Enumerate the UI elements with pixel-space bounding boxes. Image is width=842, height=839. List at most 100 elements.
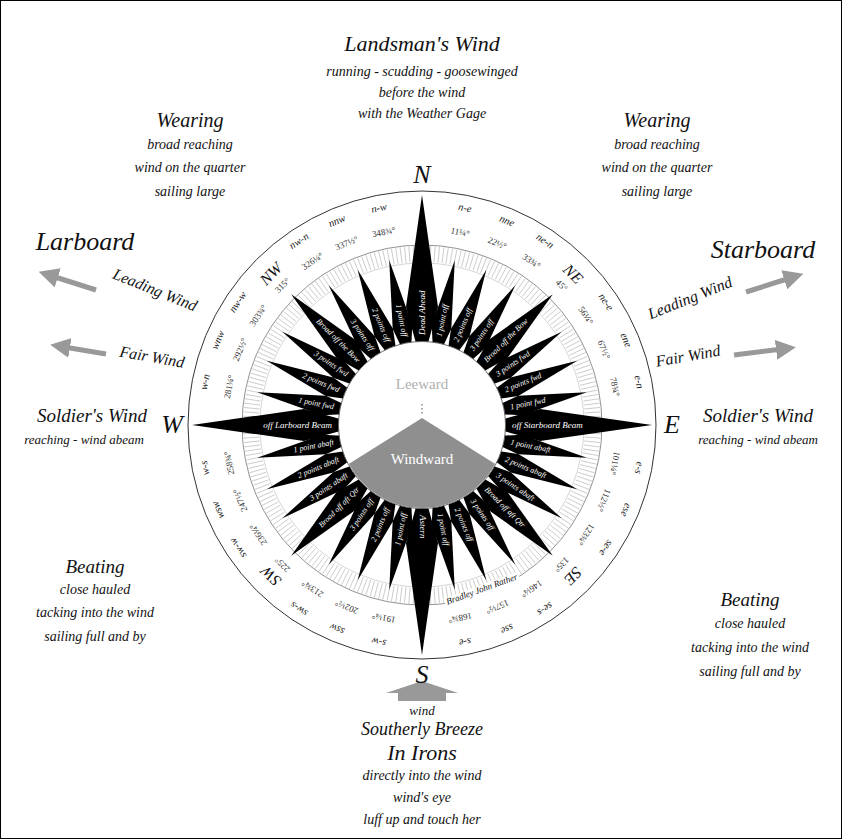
sailing-term: wind on the quarter: [135, 160, 246, 175]
tick-mark: [253, 480, 268, 485]
tick-mark: [566, 502, 580, 510]
tick-mark: [584, 407, 600, 409]
tick-mark: [575, 480, 590, 485]
tick-mark: [409, 246, 410, 262]
tick-mark: [330, 565, 338, 579]
tick-mark: [286, 531, 298, 541]
point-abbreviation: e-s: [632, 461, 646, 475]
tick-mark: [446, 248, 448, 264]
tick-mark: [278, 318, 291, 328]
tick-mark: [342, 571, 349, 585]
tick-mark: [264, 341, 278, 349]
sailing-term: before the wind: [379, 85, 466, 100]
tick-mark: [404, 587, 406, 603]
tick-mark: [579, 468, 594, 472]
point-label: off Starboard Beam: [512, 421, 583, 430]
tick-mark: [244, 407, 260, 409]
tick-mark: [469, 254, 474, 269]
tick-mark: [562, 509, 576, 517]
sailing-term: Starboard: [711, 236, 816, 265]
tick-mark: [531, 292, 542, 304]
tick-mark: [244, 445, 260, 447]
tick-mark: [465, 252, 469, 267]
tick-mark: [564, 505, 578, 513]
point-label: Astern: [418, 515, 427, 539]
compass-letter: E: [664, 411, 680, 440]
tick-mark: [574, 484, 589, 490]
tick-mark: [264, 502, 278, 510]
sailing-term: Southerly Breeze: [361, 720, 483, 740]
fair-wind-arrow: [64, 347, 106, 354]
tick-mark: [477, 256, 482, 271]
sailing-term: Landsman's Wind: [344, 32, 500, 56]
tick-mark: [281, 525, 294, 535]
tick-mark: [506, 271, 514, 285]
tick-mark: [268, 333, 282, 341]
tick-mark: [276, 519, 289, 528]
tick-mark: [566, 341, 580, 349]
tick-mark: [578, 472, 593, 477]
compass-letter: W: [161, 411, 183, 440]
tick-mark: [442, 247, 444, 263]
tick-mark: [244, 441, 260, 443]
tick-mark: [362, 578, 367, 593]
tick-mark: [249, 377, 264, 381]
tick-mark: [383, 584, 387, 600]
tick-mark: [583, 449, 599, 451]
tick-mark: [543, 534, 555, 545]
tick-mark: [396, 586, 398, 602]
tick-mark: [308, 551, 318, 563]
tick-mark: [305, 548, 315, 560]
sailing-term: close hauled: [60, 582, 130, 597]
region-label: Leeward: [339, 376, 505, 393]
tick-mark: [528, 289, 538, 301]
tick-mark: [253, 365, 268, 370]
tick-mark: [434, 246, 435, 262]
tick-mark: [312, 284, 322, 297]
sailing-term: broad reaching: [147, 137, 233, 152]
tick-mark: [585, 412, 601, 413]
tick-mark: [564, 337, 578, 345]
sailing-term: tacking into the wind: [36, 605, 154, 620]
sailing-term: Soldier's Wind: [37, 406, 147, 427]
tick-mark: [315, 556, 325, 569]
tick-mark: [249, 468, 264, 472]
tick-mark: [473, 255, 478, 270]
sailing-term: wind's eye: [393, 790, 451, 805]
sailing-term: reaching - wind abeam: [24, 433, 144, 447]
tick-mark: [548, 528, 560, 538]
tick-mark: [585, 437, 601, 438]
tick-mark: [362, 256, 367, 271]
tick-mark: [319, 279, 328, 292]
sailing-term: tacking into the wind: [691, 640, 809, 655]
tick-mark: [584, 445, 600, 447]
sailing-term: sailing large: [622, 184, 693, 199]
tick-mark: [551, 525, 564, 535]
tick-mark: [247, 386, 263, 390]
tick-mark: [583, 394, 599, 397]
tick-mark: [525, 287, 535, 299]
tick-mark: [266, 337, 280, 345]
sailing-term: sailing large: [155, 184, 226, 199]
tick-mark: [244, 403, 260, 405]
tick-mark: [581, 461, 597, 465]
sailing-term: running - scudding - goosewinged: [326, 64, 517, 79]
fair-wind-arrow: [734, 349, 782, 355]
tick-mark: [252, 476, 267, 481]
tick-mark: [338, 267, 346, 281]
compass-letter: S: [416, 661, 429, 690]
sailing-term: Beating: [65, 557, 124, 578]
tick-mark: [305, 289, 315, 301]
tick-mark: [281, 315, 294, 325]
tick-mark: [243, 412, 259, 413]
tick-mark: [308, 287, 318, 299]
tick-mark: [580, 465, 596, 469]
sailing-term: Wearing: [156, 109, 223, 131]
tick-mark: [251, 472, 266, 477]
tick-mark: [302, 292, 313, 304]
tick-mark: [312, 554, 322, 567]
tick-mark: [450, 249, 453, 265]
tick-mark: [245, 449, 261, 451]
tick-mark: [545, 308, 557, 318]
tick-mark: [379, 583, 383, 599]
